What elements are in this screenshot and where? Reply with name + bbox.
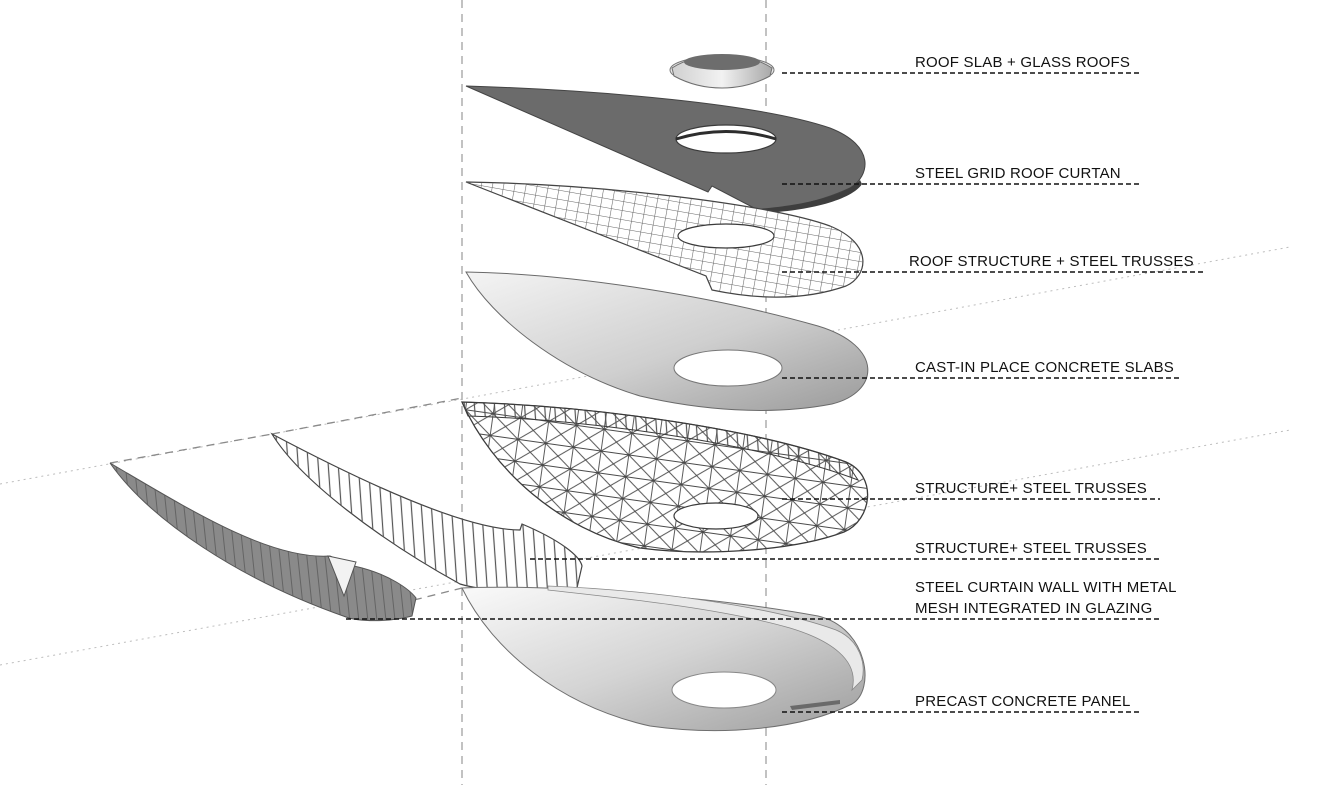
label-precast-panel: PRECAST CONCRETE PANEL: [915, 693, 1131, 710]
label-structure-1: STRUCTURE+ STEEL TRUSSES: [915, 480, 1147, 497]
curtain-wall-mesh: [109, 462, 417, 622]
label-structure-2: STRUCTURE+ STEEL TRUSSES: [915, 540, 1147, 557]
roof-slab-glass-roof: [669, 54, 775, 89]
label-roof-slab: ROOF SLAB + GLASS ROOFS: [915, 54, 1131, 71]
steel-grid-roof-slab: [465, 85, 866, 213]
curtain-wall-frame: [270, 432, 583, 594]
precast-concrete-panel: [461, 585, 866, 732]
label-concrete-slabs: CAST-IN PLACE CONCRETE SLABS: [915, 359, 1174, 376]
leader-lines: [346, 72, 1205, 713]
label-steel-grid-roof: STEEL GRID ROOF CURTAN: [915, 165, 1121, 182]
label-curtain-wall-line2: MESH INTEGRATED IN GLAZING: [915, 600, 1153, 617]
roof-structure-grid: [465, 181, 864, 298]
concrete-slab: [465, 271, 869, 411]
label-roof-structure: ROOF STRUCTURE + STEEL TRUSSES: [909, 253, 1194, 270]
steel-truss-dome: [460, 401, 869, 553]
label-curtain-wall-line1: STEEL CURTAIN WALL WITH METAL: [915, 579, 1177, 596]
